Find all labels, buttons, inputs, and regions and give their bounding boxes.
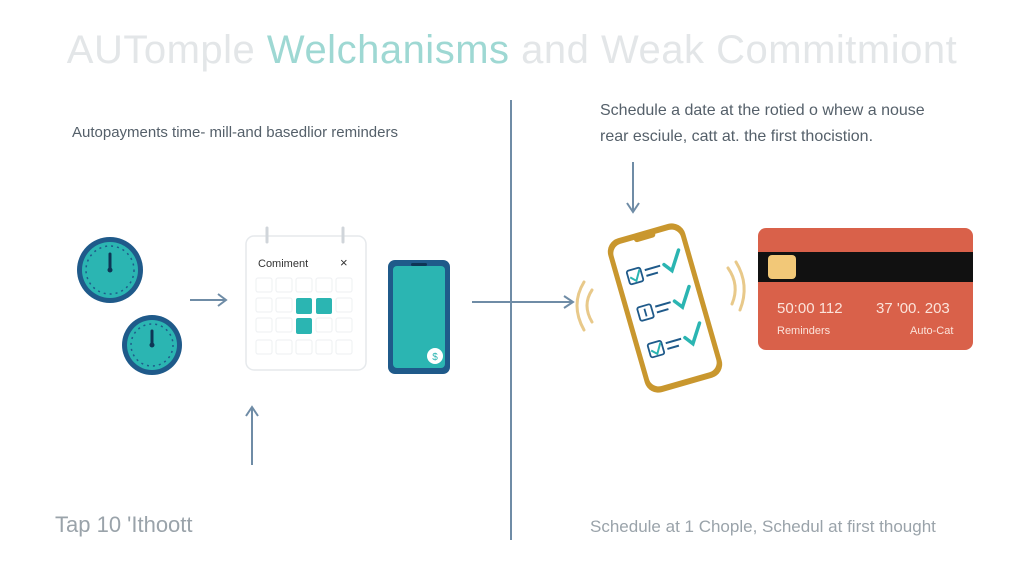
arrow-right-icon (190, 293, 228, 307)
card-label-reminders: Reminders (777, 325, 831, 337)
checklist-phone-icon (607, 223, 723, 393)
calendar-close-icon[interactable]: × (340, 255, 348, 270)
right-subtitle-line-1: Schedule a date at the rotied o whew a n… (600, 102, 925, 119)
vibration-icon (575, 260, 746, 332)
left-subtitle: Autopayments time- mill-and basedlior re… (72, 124, 398, 141)
card-label-auto: Auto-Cat (910, 325, 954, 337)
clock-icon (77, 237, 143, 303)
right-subtitle-line-2: rear esciule, catt at. the first thocist… (600, 128, 874, 145)
card-number-2: 37 '00. 203 (876, 300, 950, 317)
title-part-3: and Weak Commitmiont (509, 28, 958, 72)
smartphone-icon: $ (388, 260, 450, 374)
calendar-title: Comiment (258, 258, 309, 270)
left-footer: Tap 10 'Ithoott (55, 512, 193, 537)
card-number-1: 50:00 112 (777, 300, 843, 317)
title-part-1: AUTomple (66, 28, 267, 72)
arrow-up-icon (245, 405, 259, 465)
arrow-right-icon (472, 295, 575, 309)
center-divider (510, 100, 512, 540)
page-title: AUTomple Welchanisms and Weak Commitmion… (0, 28, 1024, 73)
credit-card-icon (758, 228, 973, 350)
checkbox-icon (636, 284, 691, 322)
checkbox-icon (646, 321, 702, 359)
title-part-2: Welchanisms (266, 28, 510, 72)
clock-icon (122, 315, 182, 375)
calendar-icon (245, 226, 367, 371)
right-subtitle: Schedule a date at the rotied o whew a n… (600, 98, 925, 150)
svg-text:$: $ (432, 352, 438, 363)
right-footer: Schedule at 1 Chople, Schedul at first t… (590, 517, 936, 536)
checkbox-icon (625, 248, 681, 286)
arrow-down-icon (626, 162, 640, 214)
